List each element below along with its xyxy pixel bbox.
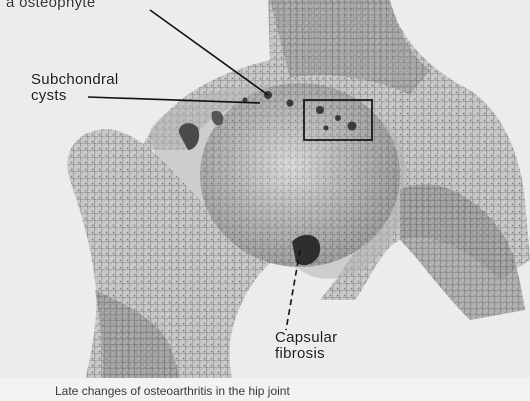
capsular-label-line1: Capsular xyxy=(275,330,337,345)
capsular-label-line2: fibrosis xyxy=(275,346,325,361)
figure-caption: Late changes of osteoarthritis in the hi… xyxy=(55,382,435,401)
subchondral-label-line1: Subchondral xyxy=(31,72,119,87)
subchondral-label-line2: cysts xyxy=(31,88,67,103)
osteophyte-label: a osteophyte xyxy=(6,0,96,10)
